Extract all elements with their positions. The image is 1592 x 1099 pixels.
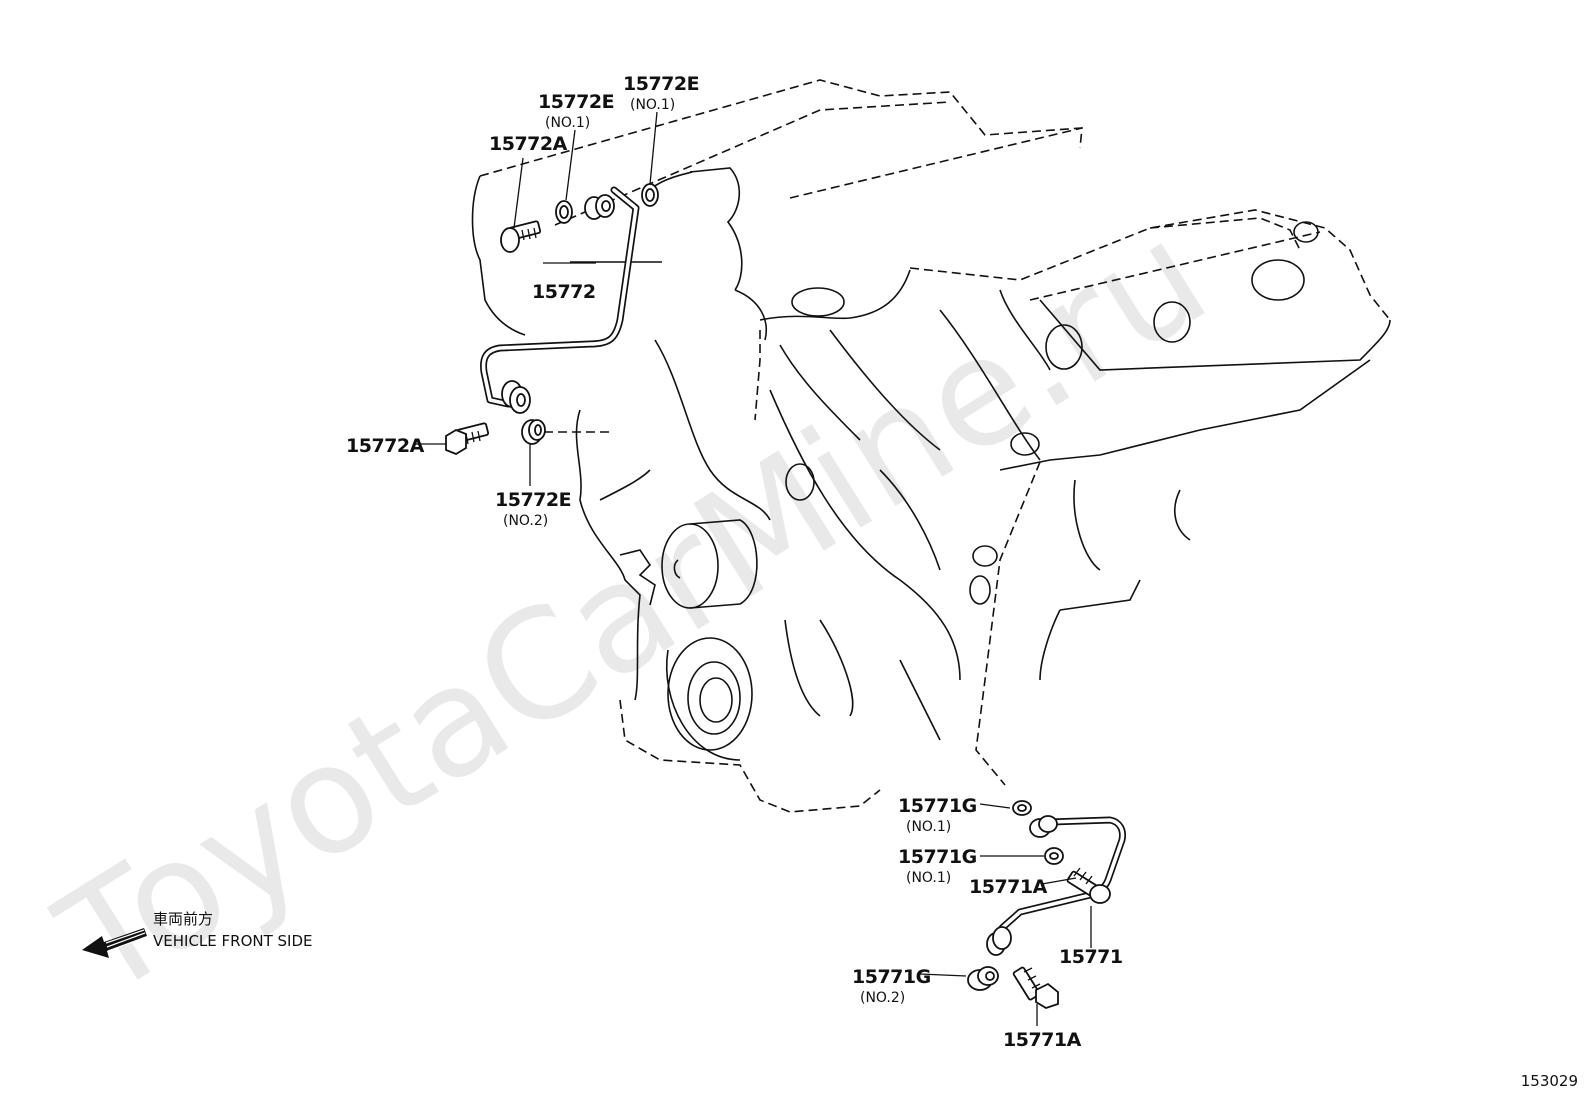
vehicle-front-indicator: 車両前方 VEHICLE FRONT SIDE — [82, 910, 313, 958]
callout-15772A-top: 15772A — [489, 133, 568, 155]
callout-15772: 15772 — [532, 281, 596, 303]
part-note: (NO.2) — [860, 990, 905, 1006]
callout-15771G-no2: 15771G (NO.2) — [852, 966, 931, 1006]
callout-15771G-no1-a: 15771G (NO.1) — [898, 795, 977, 835]
callout-15772E-top-right: 15772E (NO.1) — [623, 73, 700, 113]
union-fitting-lower-pipe-bottom — [986, 926, 1012, 956]
union-fitting-lower-pipe-top — [1029, 815, 1058, 838]
callout-15771: 15771 — [1059, 946, 1123, 968]
gasket-15772E-a — [555, 200, 573, 224]
oil-pipe-15772 — [480, 186, 640, 408]
part-number: 15771A — [1003, 1029, 1082, 1051]
part-number: 15771G — [898, 846, 977, 868]
callout-15771A-mid: 15771A — [969, 876, 1048, 898]
callout-15772E-top-left: 15772E (NO.1) — [538, 91, 615, 131]
union-fitting-upper — [584, 194, 615, 220]
gasket-15772E-c — [521, 419, 546, 445]
front-label-en: VEHICLE FRONT SIDE — [153, 932, 313, 950]
part-number: 15772E — [538, 91, 614, 113]
gasket-15771G-c — [967, 966, 999, 991]
gasket-15771G-b — [1044, 847, 1064, 865]
part-number: 15771A — [969, 876, 1048, 898]
part-number: 15771G — [898, 795, 977, 817]
part-number: 15772A — [346, 435, 425, 457]
callout-15772A-left: 15772A — [346, 435, 425, 457]
callout-15771G-no1-b: 15771G (NO.1) — [898, 846, 977, 886]
front-label-jp: 車両前方 — [153, 910, 213, 928]
union-fitting-lower — [501, 380, 531, 414]
oil-pipe-15771 — [998, 816, 1126, 932]
union-bolt-15771A-lower — [1012, 966, 1059, 1009]
part-note: (NO.1) — [630, 97, 675, 113]
diagram-ref-number: 153029 — [1521, 1072, 1578, 1090]
leader-lines — [416, 111, 1092, 1026]
callout-15771A-bottom: 15771A — [1003, 1029, 1082, 1051]
part-note: (NO.1) — [545, 115, 590, 131]
part-number: 15772E — [623, 73, 699, 95]
union-bolt-15772A-lower — [445, 422, 490, 456]
callout-15772E-no2: 15772E (NO.2) — [495, 489, 572, 529]
gasket-15772E-b — [641, 183, 659, 207]
part-number: 15772A — [489, 133, 568, 155]
part-number: 15772E — [495, 489, 571, 511]
part-note: (NO.2) — [503, 513, 548, 529]
part-note: (NO.1) — [906, 870, 951, 886]
engine-outline — [471, 79, 1391, 813]
part-number: 15772 — [532, 281, 596, 303]
part-number: 15771 — [1059, 946, 1123, 968]
front-arrow-icon — [82, 928, 147, 958]
part-number: 15771G — [852, 966, 931, 988]
gasket-15771G-a — [1012, 800, 1032, 816]
part-note: (NO.1) — [906, 819, 951, 835]
union-bolt-15772A-upper — [500, 220, 542, 253]
